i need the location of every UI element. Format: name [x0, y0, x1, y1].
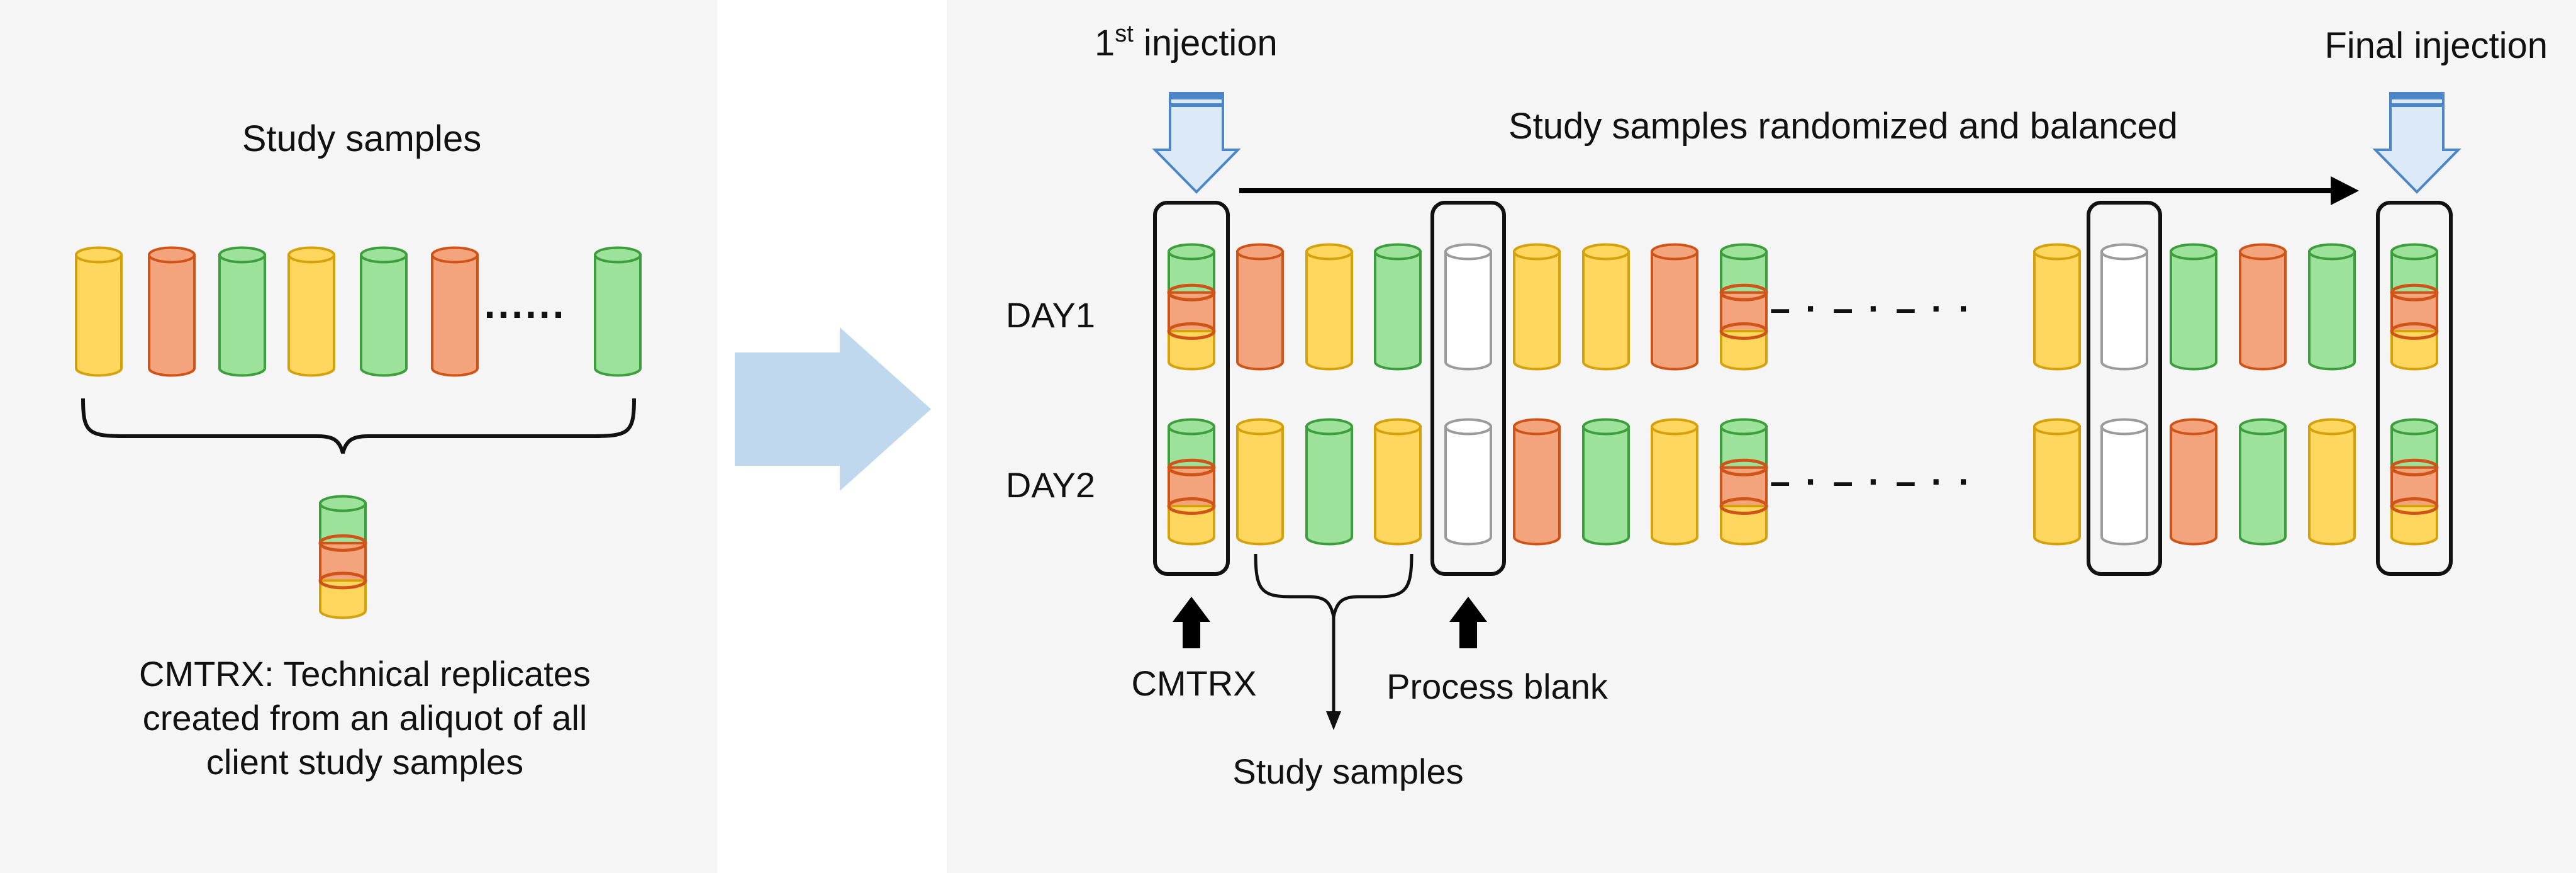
process-blank-pointer-arrow-icon — [1449, 597, 1487, 648]
left-sample-tube — [287, 246, 335, 377]
left-sample-tube — [218, 246, 266, 377]
study-sample-tube — [1374, 243, 1422, 371]
randomized-flow-label: Study samples randomized and balanced — [1508, 106, 2178, 147]
final-injection-arrow-icon — [2372, 92, 2462, 194]
day1-tube-row — [1167, 243, 2439, 371]
process-blank-highlight-box — [1430, 201, 1506, 576]
study-sample-tube — [2170, 243, 2217, 371]
study-sample-tube — [1651, 418, 1698, 546]
study-sample-tube — [2308, 418, 2356, 546]
study-sample-tube — [2308, 243, 2356, 371]
first-injection-label: 1st injection — [1095, 21, 1278, 64]
cmtrx-tube — [1719, 418, 1768, 546]
cmtrx-tube — [2390, 243, 2439, 371]
left-sample-tubes — [75, 246, 642, 377]
study-samples-label: Study samples — [1232, 752, 1463, 791]
study-sample-tube — [1651, 243, 1698, 371]
cmtrx-tube — [318, 495, 367, 619]
left-sample-tube — [431, 246, 479, 377]
study-sample-tube — [1236, 418, 1284, 546]
study-sample-tube — [2170, 418, 2217, 546]
left-grouping-brace — [81, 398, 636, 454]
study-sample-tube — [1305, 243, 1353, 371]
cmtrx-tube — [2390, 418, 2439, 546]
cmtrx-tube — [1167, 418, 1216, 546]
flow-arrow-head-icon — [2331, 176, 2359, 205]
cmtrx-caption-line-3: client study samples — [206, 742, 523, 782]
cmtrx-pointer-arrow-icon — [1173, 597, 1210, 648]
study-sample-tube — [1582, 418, 1630, 546]
left-panel-title: Study samples — [242, 118, 481, 159]
study-sample-tube — [1305, 418, 1353, 546]
study-sample-tube — [1374, 418, 1422, 546]
study-sample-tube — [2033, 243, 2081, 371]
final-cmtrx-highlight-box — [2376, 201, 2453, 576]
study-sample-tube — [2239, 418, 2287, 546]
cmtrx-tube — [1167, 243, 1216, 371]
study-sample-tube — [1582, 243, 1630, 371]
day2-tube-row — [1167, 418, 2439, 546]
day2-dash-dot-separator: – · – · – · · — [1770, 461, 1973, 502]
study-sample-tube — [1513, 418, 1561, 546]
process-blank-label: Process blank — [1386, 667, 1609, 706]
study-samples-pointer-head-icon — [1326, 711, 1341, 730]
study-sample-tube — [1236, 243, 1284, 371]
cmtrx-tube — [1719, 243, 1768, 371]
process-blank-tube — [2100, 243, 2148, 371]
cmtrx-caption-line-2: created from an aliquot of all — [143, 698, 588, 738]
left-sample-tube — [594, 246, 642, 377]
left-sample-tube — [148, 246, 196, 377]
process-blank-tube — [1444, 243, 1492, 371]
left-cmtrx-tube — [318, 495, 367, 619]
process-blank-tube — [1444, 418, 1492, 546]
day1-dash-dot-separator: – · – · – · · — [1770, 288, 1973, 329]
study-sample-tube — [2033, 418, 2081, 546]
day1-label: DAY1 — [1006, 295, 1095, 335]
left-sample-tube — [75, 246, 123, 377]
final-injection-label: Final injection — [2324, 25, 2548, 66]
process-blank-tube — [2100, 418, 2148, 546]
day2-label: DAY2 — [1006, 465, 1095, 505]
late-blank-highlight-box — [2087, 201, 2162, 576]
cmtrx-label: CMTRX — [1131, 663, 1256, 703]
cmtrx-caption-line-1: CMTRX: Technical replicates — [139, 654, 591, 694]
first-cmtrx-highlight-box — [1153, 201, 1230, 576]
study-sample-tube — [2239, 243, 2287, 371]
study-sample-tube — [1513, 243, 1561, 371]
transition-arrow-icon — [735, 327, 931, 491]
left-ellipsis: ...... — [484, 281, 567, 327]
first-injection-arrow-icon — [1152, 92, 1241, 194]
left-sample-tube — [360, 246, 408, 377]
